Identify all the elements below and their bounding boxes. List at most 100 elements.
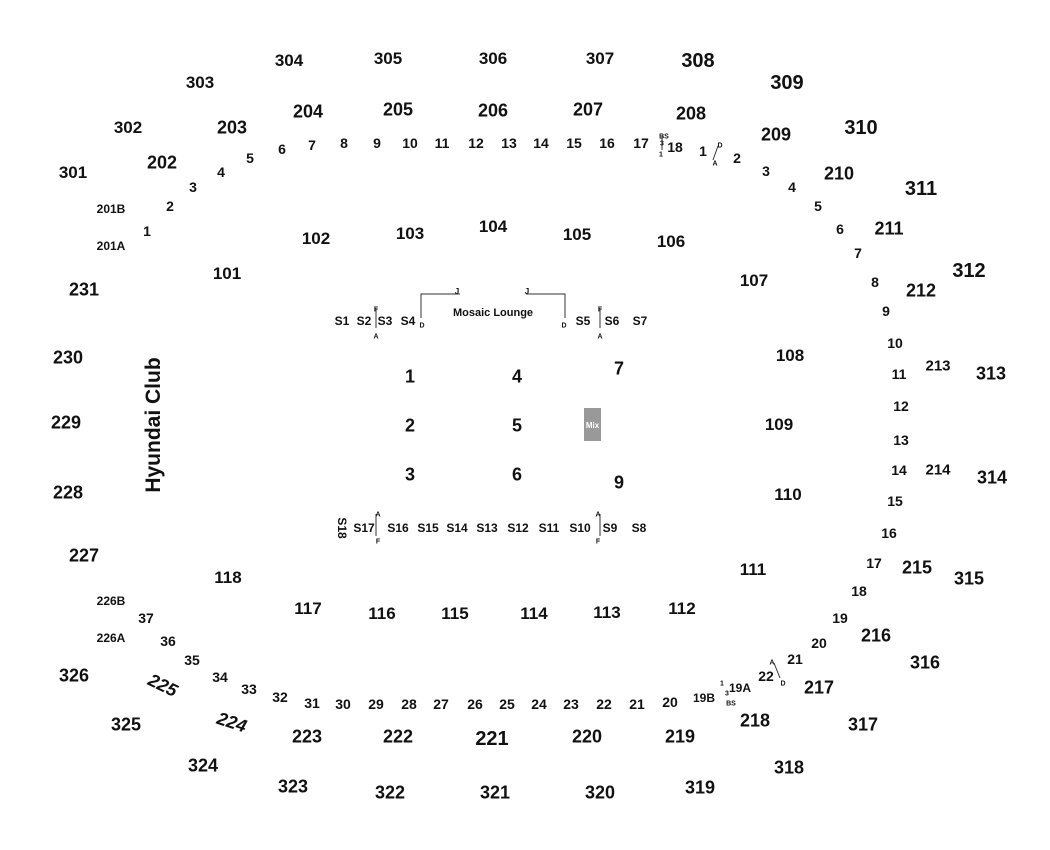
section-label-s300: 309	[770, 72, 803, 94]
section-label-s300: 310	[844, 117, 877, 139]
section-label-rows-bottom: 20	[662, 694, 678, 710]
section-label-s100: 111	[740, 560, 767, 579]
section-label-rows-bottom: 23	[563, 696, 579, 712]
section-label-s200: 201B	[97, 202, 126, 216]
mosaic-lounge-label: Mosaic Lounge	[453, 307, 533, 319]
section-label-s200: 203	[217, 117, 247, 137]
section-label-s300: 316	[910, 652, 940, 672]
section-label-rows-top: 15	[566, 135, 582, 151]
section-label-rows-right: 9	[882, 303, 890, 319]
section-label-s300: 229	[51, 412, 81, 432]
section-label-rows-right: 15	[887, 493, 903, 509]
section-label-s100: 112	[668, 599, 695, 618]
section-label-s200: 220	[572, 726, 602, 746]
section-label-s100: 105	[563, 225, 591, 244]
section-label-s300: 326	[59, 665, 89, 685]
section-label-rows-top: 10	[402, 135, 418, 151]
section-label-markers: 1	[659, 151, 663, 158]
mix-position-box	[584, 408, 601, 441]
section-label-floor: 7	[614, 358, 624, 378]
section-label-s200: 202	[147, 152, 177, 172]
section-label-markers: A	[595, 511, 600, 518]
section-label-rows-right: 22	[758, 668, 774, 684]
section-label-rows-bottom: 32	[272, 689, 288, 705]
section-label-s200: 213	[925, 357, 950, 374]
section-label-suites-bottom: S10	[569, 521, 591, 535]
section-label-floor: 2	[405, 415, 415, 435]
connector-lines	[375, 136, 781, 679]
section-label-rows-right: 19	[832, 610, 848, 626]
section-label-markers: D	[419, 322, 424, 329]
section-label-rows-right: 12	[893, 398, 909, 414]
section-label-markers: 3	[725, 690, 729, 697]
section-label-rows-bottom: 25	[499, 696, 515, 712]
section-label-markers: A	[373, 333, 378, 340]
section-label-suites-bottom: S13	[476, 521, 498, 535]
section-label-s200: 226B	[97, 594, 126, 608]
section-label-markers: J	[455, 287, 459, 296]
section-label-rows-right: 8	[871, 274, 879, 290]
section-label-s200: 226A	[97, 631, 126, 645]
section-label-rows-right: 1	[699, 143, 707, 159]
section-label-suites-top: S5	[576, 314, 591, 328]
section-label-rows-top: 9	[373, 135, 381, 151]
section-label-s300: 314	[977, 467, 1007, 487]
section-label-rows-top: 13	[501, 135, 517, 151]
section-label-suites-bottom: S17	[353, 521, 375, 535]
section-label-rows-right: 5	[814, 198, 822, 214]
section-label-s300: 323	[278, 776, 308, 796]
section-label-s200: 212	[906, 280, 936, 300]
section-label-s200: 225	[144, 669, 182, 701]
section-label-s100: 107	[740, 271, 768, 290]
section-label-rows-top: 7	[308, 137, 316, 153]
section-label-markers: BS	[726, 700, 736, 707]
section-label-markers: A	[375, 511, 380, 518]
section-label-s200: 211	[874, 218, 903, 238]
section-label-s200: 201A	[97, 239, 126, 253]
section-label-s100: 104	[479, 217, 508, 236]
section-label-rows-top: 12	[468, 135, 484, 151]
section-label-s300: 308	[681, 50, 714, 72]
section-label-s100: 118	[214, 568, 241, 587]
section-label-rows-top: 4	[217, 164, 225, 180]
section-label-rows-bottom: 30	[335, 696, 351, 712]
section-label-s300: 324	[188, 755, 218, 775]
section-label-floor: 3	[405, 464, 415, 484]
section-label-s200: 216	[861, 625, 891, 645]
section-label-markers: 1	[720, 680, 724, 687]
section-label-rows-right: 13	[893, 432, 909, 448]
section-label-s100: 106	[657, 232, 685, 251]
section-label-rows-right: 16	[881, 525, 897, 541]
section-label-rows-bottom: 22	[596, 696, 612, 712]
section-label-s200: 205	[383, 99, 413, 119]
section-label-rows-right: 11	[892, 366, 907, 382]
section-label-rows-top: 3	[189, 179, 197, 195]
section-label-rows-bottom: 34	[212, 669, 228, 685]
section-label-s300: 304	[275, 51, 304, 70]
section-label-suites-top: S7	[633, 314, 648, 328]
section-label-s300: 315	[954, 568, 984, 588]
section-label-rows-bottom: 19A	[729, 681, 751, 695]
section-label-s300: 227	[69, 545, 99, 565]
section-label-s300: 301	[59, 163, 87, 182]
section-label-rows-bottom: 28	[401, 696, 417, 712]
section-label-s300: 325	[111, 714, 141, 734]
section-label-suites-top: S6	[605, 314, 620, 328]
section-label-s100: 116	[368, 604, 395, 623]
section-label-floor: 9	[614, 472, 624, 492]
section-label-s100: 103	[396, 224, 424, 243]
section-label-rows-bottom: 35	[184, 652, 200, 668]
section-label-markers: J	[525, 287, 529, 296]
section-label-s100: 109	[765, 415, 793, 434]
hyundai-club-label: Hyundai Club	[142, 357, 165, 492]
section-label-markers: A	[769, 659, 774, 666]
section-label-rows-right: 17	[866, 555, 882, 571]
section-label-s200: 221	[475, 728, 508, 750]
section-label-s300: 313	[976, 363, 1006, 383]
section-label-s100: 102	[302, 229, 330, 248]
section-label-s100: 110	[774, 485, 801, 504]
section-label-rows-right: 2	[733, 150, 741, 166]
section-label-s200: 222	[383, 726, 413, 746]
section-label-rows-right: 20	[811, 635, 827, 651]
